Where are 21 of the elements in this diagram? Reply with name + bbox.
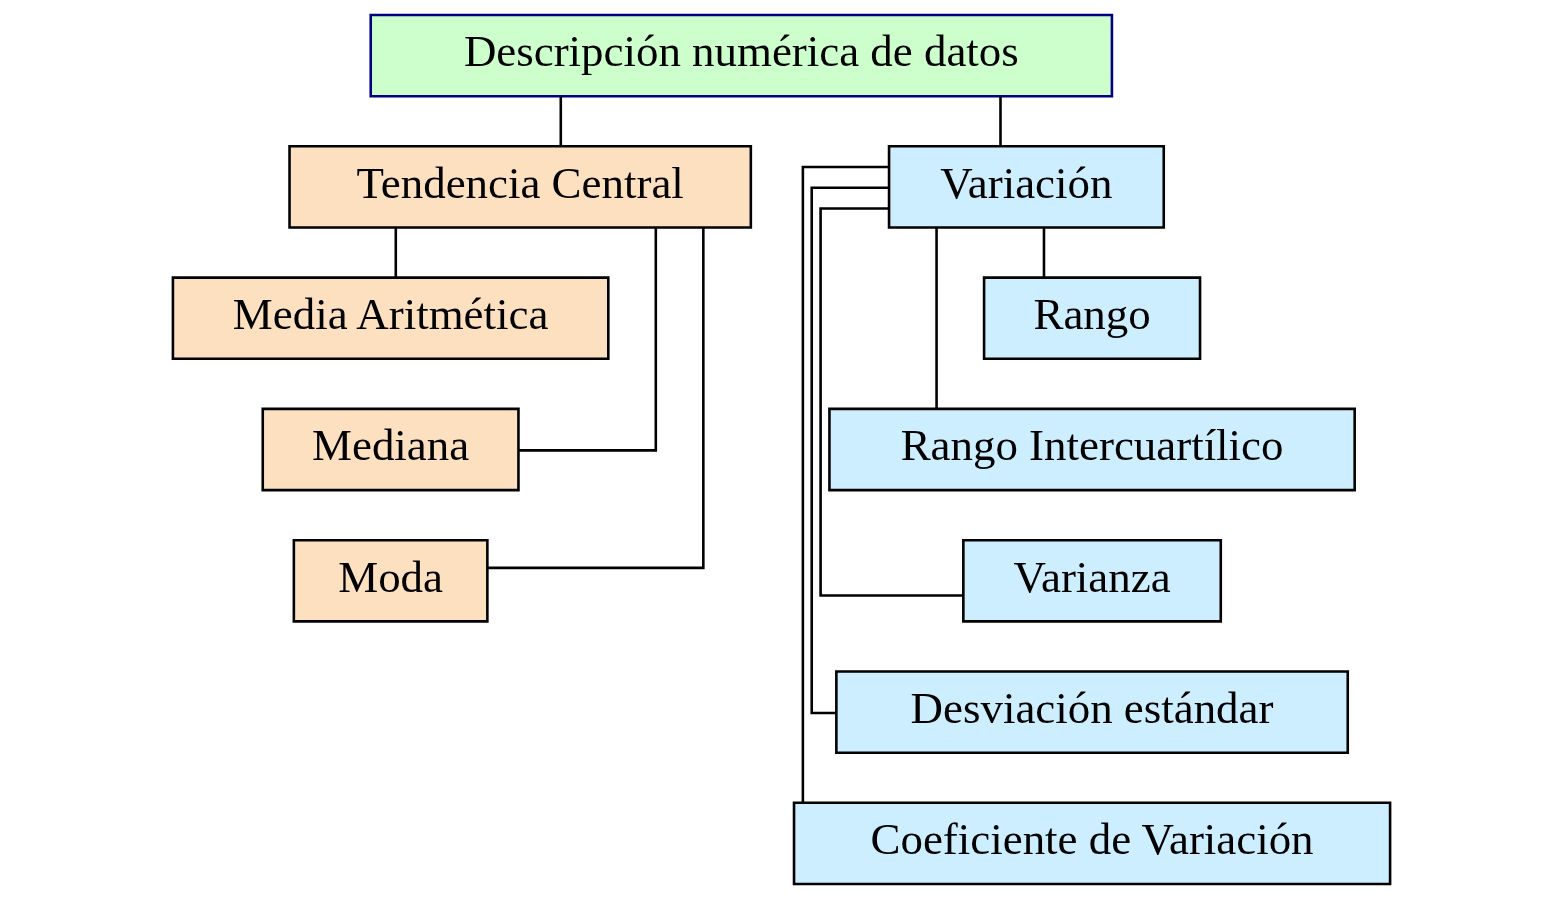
- node-box: Desviación estándar: [834, 670, 1349, 754]
- connector: [394, 227, 397, 278]
- connector: [809, 186, 889, 715]
- connector: [801, 165, 889, 803]
- connector: [934, 227, 938, 409]
- node-box: Mediana: [260, 407, 520, 492]
- connector: [487, 227, 705, 570]
- connector: [1042, 227, 1045, 278]
- node-box: Variación: [887, 145, 1165, 229]
- connector: [818, 207, 963, 597]
- node-box: Rango Intercuartílico: [827, 407, 1356, 492]
- node-box: Media Aritmética: [171, 276, 610, 361]
- connector: [998, 96, 1002, 147]
- connector: [518, 228, 657, 452]
- node-box: Moda: [292, 538, 489, 623]
- node-box: Tendencia Central: [287, 145, 752, 229]
- node-box: Coeficiente de Variación: [792, 801, 1391, 886]
- node-box: Rango: [982, 276, 1201, 361]
- node-box: Descripción numérica de datos: [368, 13, 1113, 98]
- node-box: Varianza: [961, 538, 1222, 623]
- connector: [559, 96, 562, 147]
